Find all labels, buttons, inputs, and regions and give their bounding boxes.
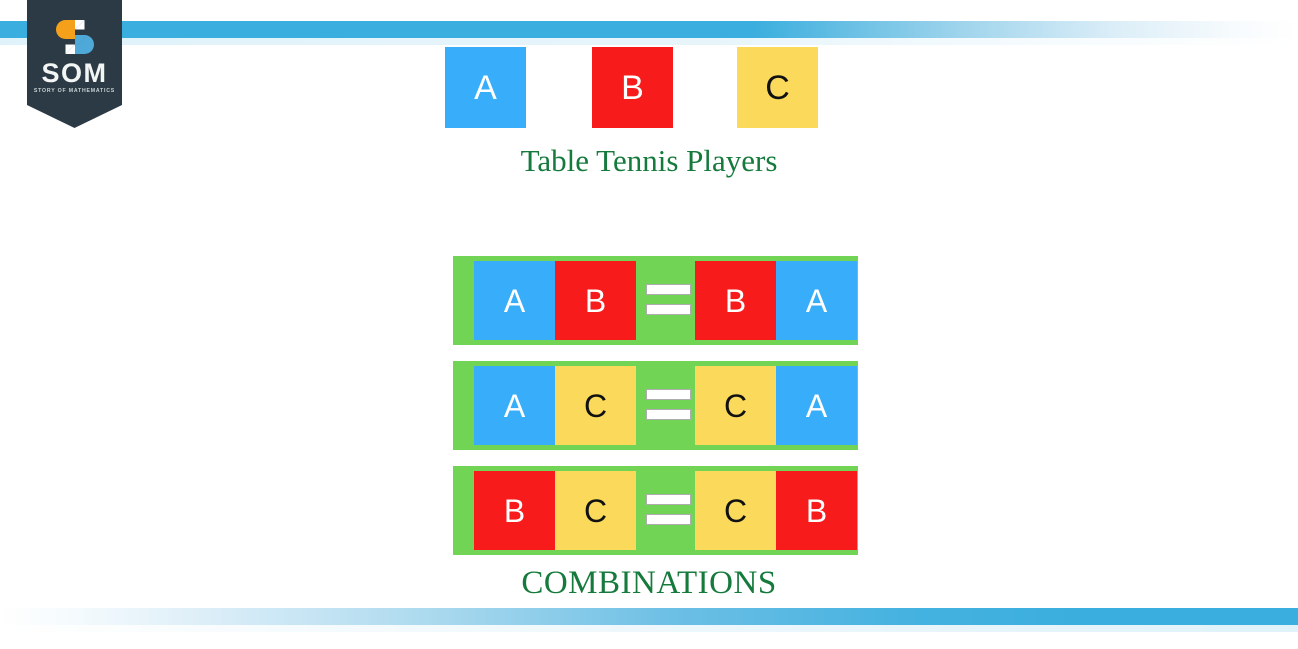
equals-icon bbox=[646, 284, 691, 317]
combination-cell-label: C bbox=[583, 492, 608, 529]
combination-cell-c: C bbox=[695, 471, 776, 550]
combination-cell-label: B bbox=[724, 282, 747, 319]
bottom-accent-stripe-shadow bbox=[0, 625, 1298, 632]
player-tile-a: A bbox=[445, 47, 526, 128]
combination-cell-a: A bbox=[776, 366, 857, 445]
combination-cell-b: B bbox=[695, 261, 776, 340]
combination-cell-label: C bbox=[583, 387, 608, 424]
combination-cell-label: B bbox=[805, 492, 828, 529]
equals-icon bbox=[646, 494, 691, 527]
equals-bar-bottom bbox=[646, 304, 691, 315]
combination-cell-label: B bbox=[503, 492, 526, 529]
som-s-mark-icon bbox=[54, 16, 96, 58]
equals-bar-top bbox=[646, 494, 691, 505]
combination-cell-a: A bbox=[474, 366, 555, 445]
player-tile-c: C bbox=[737, 47, 818, 128]
player-tile-label: C bbox=[765, 68, 790, 107]
combination-cell-label: B bbox=[584, 282, 607, 319]
combination-cell-label: C bbox=[723, 492, 748, 529]
som-wordmark: SOM bbox=[41, 58, 108, 88]
combination-cell-label: A bbox=[805, 282, 828, 319]
player-tile-b: B bbox=[592, 47, 673, 128]
top-accent-stripe bbox=[0, 21, 1298, 38]
equals-icon bbox=[646, 389, 691, 422]
combination-cell-label: C bbox=[723, 387, 748, 424]
combination-cell-b: B bbox=[776, 471, 857, 550]
equals-bar-bottom bbox=[646, 409, 691, 420]
combinations-caption: COMBINATIONS bbox=[521, 565, 777, 601]
som-tagline: STORY OF MATHEMATICS bbox=[33, 88, 116, 94]
bottom-accent-stripe bbox=[0, 608, 1298, 625]
combination-cell-label: A bbox=[503, 387, 526, 424]
combination-cell-a: A bbox=[474, 261, 555, 340]
combination-cell-c: C bbox=[555, 471, 636, 550]
player-tiles-row: A B C bbox=[445, 47, 840, 128]
som-logo-badge[interactable]: SOM STORY OF MATHEMATICS bbox=[27, 0, 122, 128]
combination-cell-b: B bbox=[474, 471, 555, 550]
top-accent-stripe-shadow bbox=[0, 38, 1298, 45]
player-tile-label: B bbox=[621, 68, 644, 107]
combinations-list: A B B A A C C A B C C B bbox=[453, 256, 858, 571]
players-caption: Table Tennis Players bbox=[520, 143, 778, 178]
combination-cell-a: A bbox=[776, 261, 857, 340]
combination-cell-label: A bbox=[805, 387, 828, 424]
combination-cell-label: A bbox=[503, 282, 526, 319]
equals-bar-top bbox=[646, 284, 691, 295]
equals-bar-top bbox=[646, 389, 691, 400]
combination-cell-c: C bbox=[555, 366, 636, 445]
equals-bar-bottom bbox=[646, 514, 691, 525]
combination-cell-b: B bbox=[555, 261, 636, 340]
combination-cell-c: C bbox=[695, 366, 776, 445]
player-tile-label: A bbox=[474, 68, 497, 107]
